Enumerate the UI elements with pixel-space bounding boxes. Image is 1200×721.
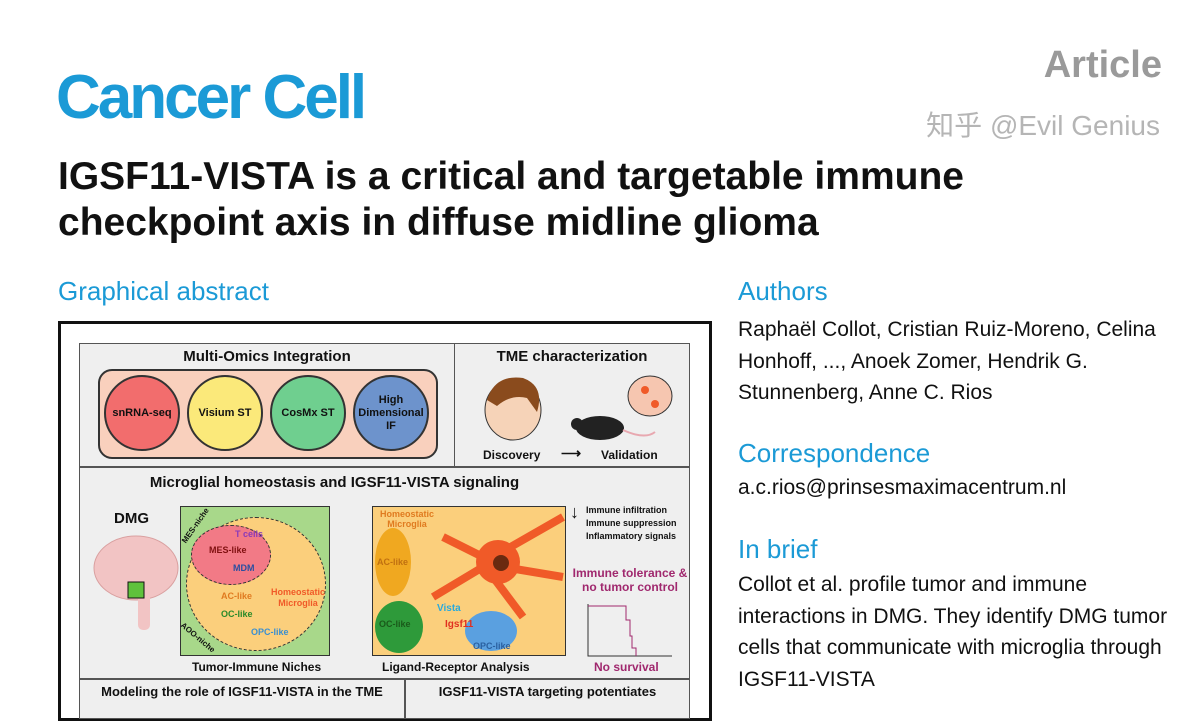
modeling-panel: Modeling the role of IGSF11-VISTA in the…: [79, 679, 405, 719]
multi-omics-panel: Multi-Omics Integration snRNA-seq Visium…: [79, 343, 455, 467]
oc-like-label: OC-like: [221, 609, 253, 619]
article-type: Article: [1043, 44, 1162, 86]
lr-homeostatic-microglia-label: Homeostatic Microglia: [379, 509, 434, 529]
mdm-label: MDM: [233, 563, 255, 573]
tme-title: TME characterization: [496, 348, 648, 365]
vista-label: Vista: [437, 603, 461, 614]
method-cosmx-st: CosMx ST: [270, 375, 346, 451]
method-visium-st: Visium ST: [187, 375, 263, 451]
effect-immune-suppression: Immune suppression: [586, 518, 677, 528]
in-brief-heading: In brief: [738, 534, 818, 564]
multi-omics-title: Multi-Omics Integration: [183, 348, 351, 365]
graphical-abstract-heading: Graphical abstract: [58, 276, 269, 306]
opc-like-label: OPC-like: [251, 627, 289, 637]
ligand-receptor-box: Homeostatic Microglia AC-like Vista Igsf…: [372, 506, 566, 656]
child-and-mouse-illustration: [484, 375, 673, 441]
signaling-title: Microglial homeostasis and IGSF11-VISTA …: [149, 474, 520, 491]
method-high-dimensional-if: High Dimensional IF: [353, 375, 429, 451]
authors-heading: Authors: [738, 276, 828, 306]
watermark: 知乎 @Evil Genius: [926, 110, 1160, 141]
tolerance-label: Immune tolerance & no tumor control: [572, 566, 688, 594]
effect-inflammatory-signals: Inflammatory signals: [586, 531, 677, 541]
arrow-right-icon: ⟶: [561, 445, 582, 461]
niches-caption: Tumor-Immune Niches: [192, 660, 322, 674]
discovery-label: Discovery: [483, 448, 541, 462]
lr-ac-like-label: AC-like: [377, 557, 409, 567]
homeostatic-microglia-label: Homeostatic Microglia: [270, 587, 325, 608]
targeting-panel: IGSF11-VISTA targeting potentiates: [405, 679, 690, 719]
survival-curve: [587, 604, 672, 657]
article-title: IGSF11-VISTA is a critical and targetabl…: [58, 155, 964, 244]
correspondence-email[interactable]: a.c.rios@prinsesmaximacentrum.nl: [738, 476, 1067, 499]
dmg-label: DMG: [114, 510, 149, 527]
method-snrna-seq: snRNA-seq: [104, 375, 180, 451]
mes-like-label: MES-like: [209, 545, 247, 555]
t-cells-label: T cells: [235, 529, 264, 539]
arrow-down-icon: ↓: [570, 502, 579, 522]
survival-label: No survival: [594, 660, 659, 674]
correspondence-heading: Correspondence: [738, 438, 931, 468]
graphical-abstract: Multi-Omics Integration snRNA-seq Visium…: [58, 321, 712, 721]
lr-oc-like-label: OC-like: [379, 619, 411, 629]
signaling-panel: Microglial homeostasis and IGSF11-VISTA …: [79, 467, 690, 679]
lr-opc-like-label: OPC-like: [473, 641, 511, 651]
authors-list: Raphaël Collot, Cristian Ruiz-Moreno, Ce…: [738, 318, 1156, 404]
brain-icon: [93, 535, 179, 630]
igsf11-label: Igsf11: [445, 619, 474, 630]
tumor-immune-niches-box: T cells MES-like MDM AC-like Homeostatic…: [179, 506, 330, 656]
in-brief-text: Collot et al. profile tumor and immune i…: [738, 573, 1168, 691]
ac-like-label: AC-like: [221, 591, 253, 601]
lr-caption: Ligand-Receptor Analysis: [382, 660, 530, 674]
effect-immune-infiltration: Immune infiltration: [586, 505, 667, 515]
journal-logo: Cancer Cell: [56, 63, 367, 132]
validation-label: Validation: [601, 448, 658, 462]
tme-panel: TME characterization Discovery ⟶ Validat…: [454, 343, 690, 467]
